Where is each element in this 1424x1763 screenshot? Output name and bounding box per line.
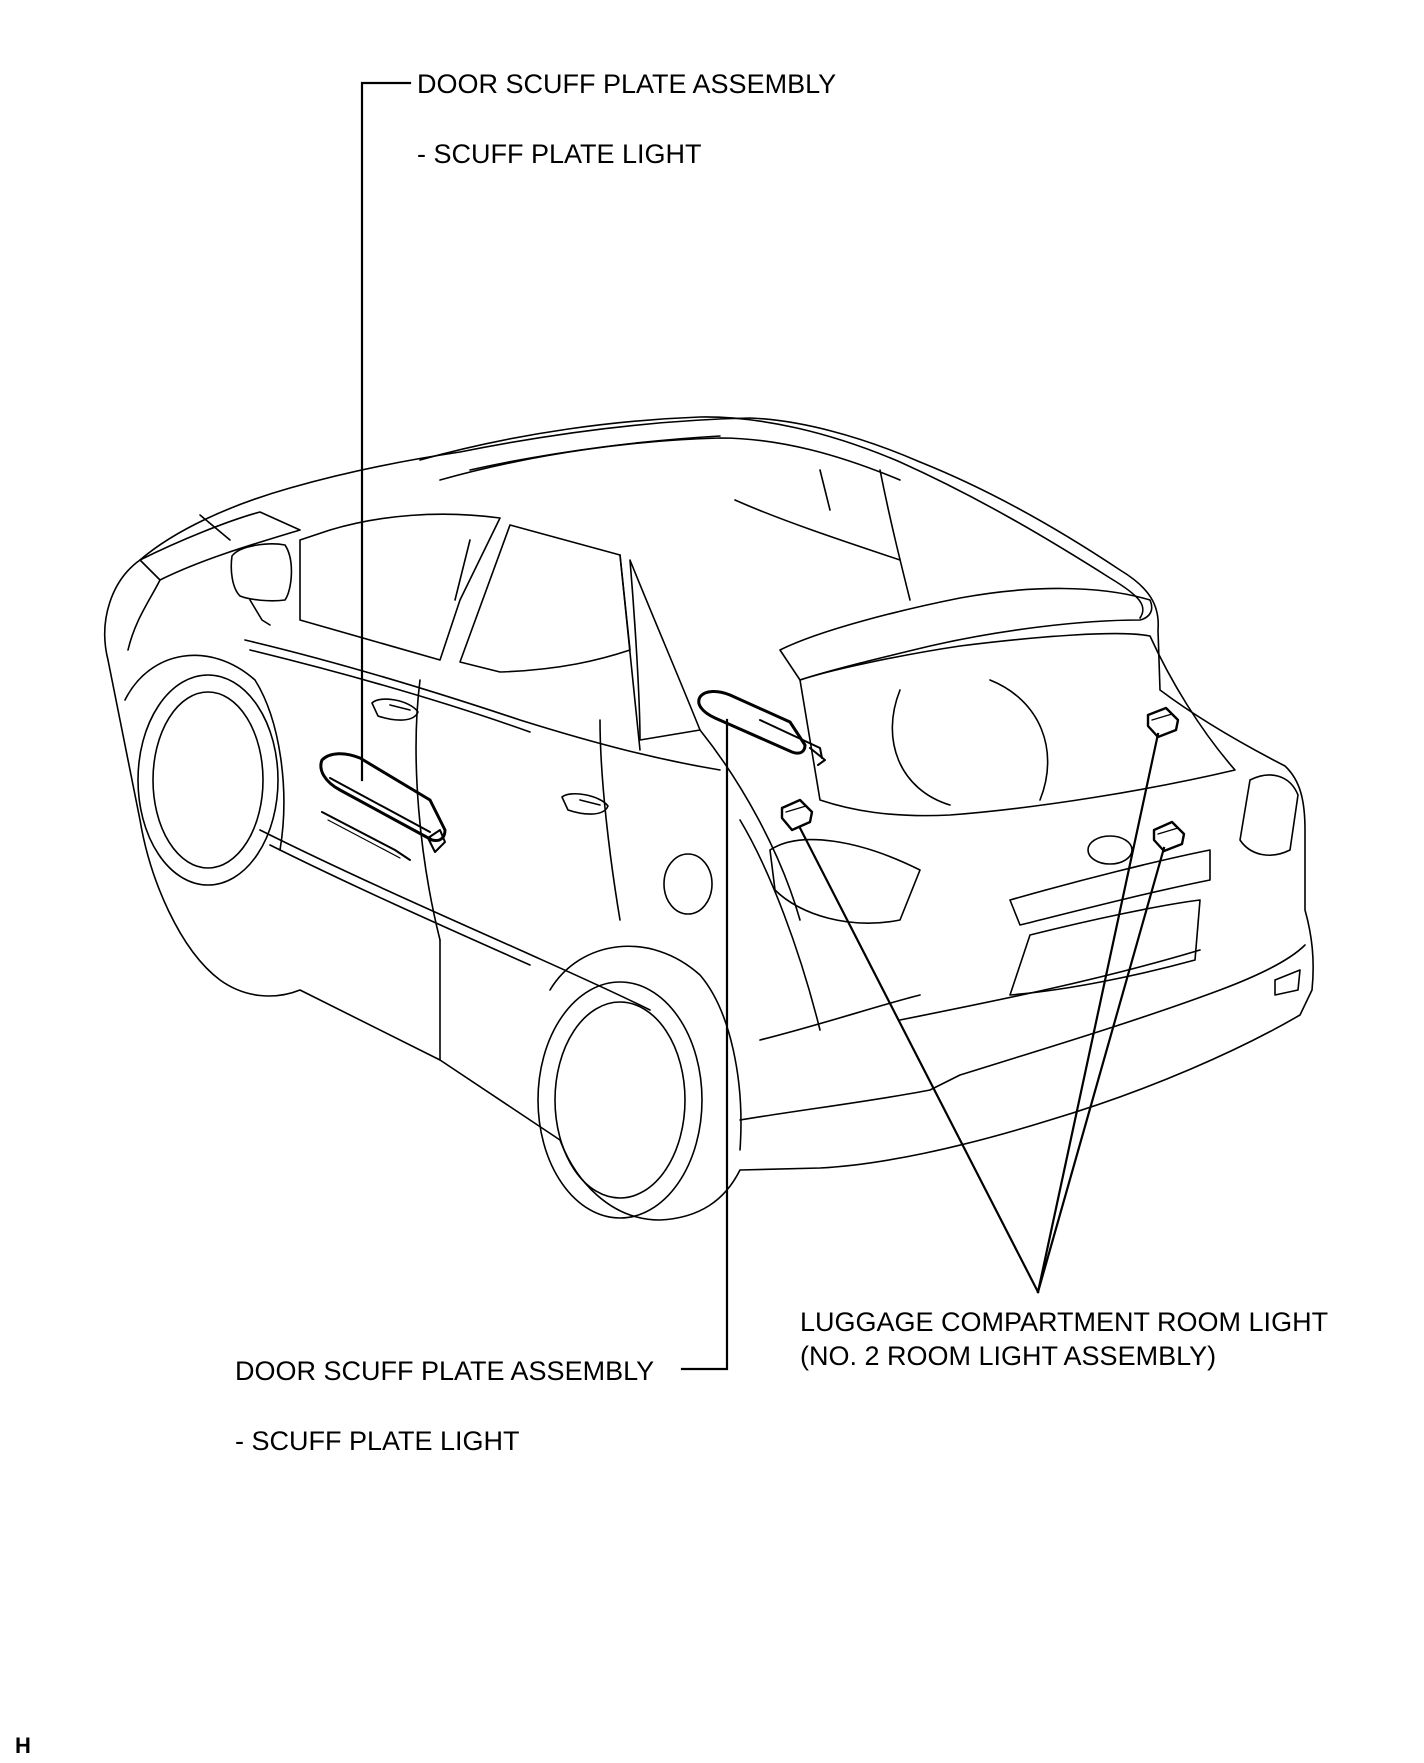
rear-bumper-outline xyxy=(739,944,1306,1121)
luggage-room-light-left xyxy=(780,798,814,832)
side-mirror-outline xyxy=(230,543,293,602)
luggage-light-line1: LUGGAGE COMPARTMENT ROOM LIGHT xyxy=(800,1307,1329,1337)
luggage-leader-2 xyxy=(1036,732,1160,1294)
luggage-leader-1 xyxy=(798,826,1040,1294)
luggage-light-line2: (NO. 2 ROOM LIGHT ASSEMBLY) xyxy=(800,1341,1217,1371)
belt-line xyxy=(244,639,721,771)
car-body-outline xyxy=(104,417,1314,1221)
fuel-door-outline xyxy=(663,853,713,915)
roof-outline xyxy=(419,416,1144,619)
rear-scuff-leader xyxy=(680,718,729,1371)
front-window-outline xyxy=(299,513,501,661)
reflector-outline xyxy=(1274,969,1301,996)
left-tail-lamp-outline xyxy=(769,838,921,924)
license-plate-recess xyxy=(1009,899,1201,996)
rear-garnish-outline xyxy=(1009,849,1211,926)
rear-scuff-title: DOOR SCUFF PLATE ASSEMBLY xyxy=(235,1356,655,1386)
rear-spoiler-outline xyxy=(779,587,1153,681)
front-door-handle-outline xyxy=(371,698,419,721)
rear-scuff-subtitle: - SCUFF PLATE LIGHT xyxy=(235,1426,520,1456)
figure-code: H xyxy=(15,1733,31,1758)
luggage-room-light-upper-right xyxy=(1146,706,1180,739)
front-scuff-plate xyxy=(319,752,447,842)
front-scuff-title: DOOR SCUFF PLATE ASSEMBLY xyxy=(417,69,837,99)
front-scuff-leader xyxy=(360,81,412,782)
rocker-line xyxy=(259,829,651,1011)
emblem-outline xyxy=(1087,835,1133,865)
hood-outline xyxy=(139,511,301,581)
rear-scuff-plate xyxy=(697,690,807,755)
rear-door-handle-outline xyxy=(561,793,609,815)
rear-glass-outline xyxy=(799,632,1236,817)
right-tail-lamp-outline xyxy=(1239,774,1299,856)
front-wheel-outline xyxy=(137,674,279,886)
luggage-room-light-lower-right xyxy=(1152,820,1186,853)
quarter-window-outline xyxy=(629,559,701,741)
rear-wheel-outline xyxy=(537,981,703,1219)
front-scuff-subtitle: - SCUFF PLATE LIGHT xyxy=(417,139,702,169)
luggage-leader-3 xyxy=(1036,846,1166,1294)
